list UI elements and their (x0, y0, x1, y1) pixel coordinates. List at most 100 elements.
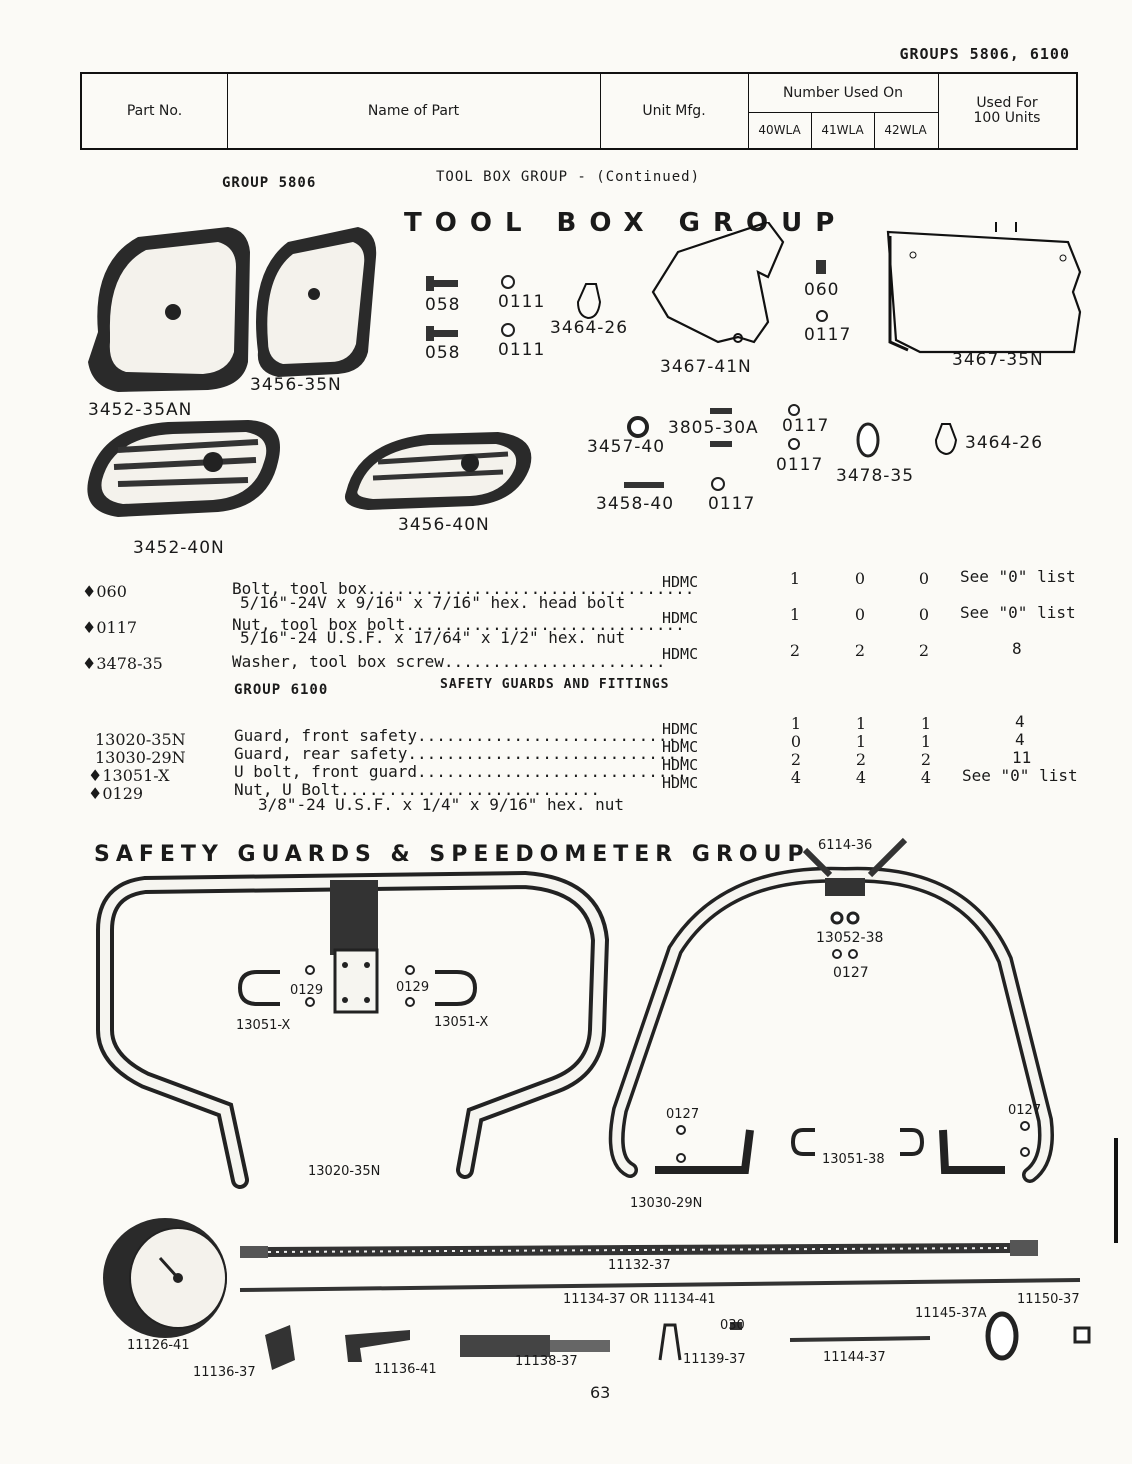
column-header-table: Part No. Name of Part Unit Mfg. Number U… (80, 72, 1078, 150)
label-0127c: 0127 (1008, 1103, 1042, 1118)
label-11132-37: 11132-37 (608, 1258, 671, 1273)
qty-41-0117: 0 (854, 605, 866, 624)
part-mfg-3478-35: HDMC (662, 645, 699, 663)
unit-mfg-header: Unit Mfg. (600, 74, 749, 148)
group-6100-parts-list: 13020-35N Guard, front safety...........… (0, 712, 1132, 822)
label-3805-30a: 3805-30A (668, 418, 759, 438)
label-0117d: 0117 (708, 494, 756, 514)
tool-box-illustration (87, 222, 1082, 517)
qty-42-13051-x: 2 (920, 750, 932, 769)
part-name-13020-35n: Guard, front safety.....................… (234, 726, 687, 745)
used-for-line1: Used For (976, 95, 1038, 111)
speedometer-illustration (103, 1218, 1091, 1370)
label-060: 060 (804, 280, 840, 300)
qty-40-060: 1 (789, 569, 801, 588)
label-0117c: 0117 (776, 455, 824, 475)
label-3464-26a: 3464-26 (550, 318, 629, 338)
qty-41-13030-29n: 1 (855, 732, 867, 751)
name-of-part-header: Name of Part (227, 74, 601, 148)
qty-42-0129: 4 (920, 768, 932, 787)
number-used-on-label: Number Used On (748, 74, 938, 113)
label-13030-29n: 13030-29N (630, 1196, 703, 1211)
part-mfg-0129: HDMC (662, 774, 699, 792)
label-13051-x-a: 13051-X (236, 1018, 291, 1033)
part-no-0117: ♦0117 (82, 618, 138, 637)
page-number: 63 (590, 1383, 611, 1402)
group-6100-label: GROUP 6100 (234, 682, 329, 698)
model-42wla-header: 42WLA (884, 123, 927, 137)
label-058b: 058 (425, 343, 461, 363)
label-3456-35n: 3456-35N (250, 375, 342, 395)
label-3478-35: 3478-35 (836, 466, 915, 486)
part-no-060: ♦060 (82, 582, 127, 601)
label-13051-38: 13051-38 (822, 1152, 885, 1167)
part-no-13020-35n: 13020-35N (95, 730, 186, 749)
label-11139-37: 11139-37 (683, 1352, 746, 1367)
safety-guards-title: SAFETY GUARDS AND FITTINGS (440, 677, 670, 692)
edge-mark (1114, 1138, 1118, 1243)
label-058a: 058 (425, 295, 461, 315)
used-for-line2: 100 Units (973, 110, 1041, 126)
part-no-13030-29n: 13030-29N (95, 748, 186, 767)
per100-13030-29n: 4 (1015, 730, 1025, 749)
part-name-3478-35: Washer, tool box screw..................… (232, 652, 666, 671)
label-030: 030 (720, 1318, 745, 1333)
qty-40-0129: 4 (790, 768, 802, 787)
label-3452-35an: 3452-35AN (88, 400, 193, 420)
safety-guards-speedometer-title: SAFETY GUARDS & SPEEDOMETER GROUP (94, 842, 810, 867)
qty-40-3478-35: 2 (789, 641, 801, 660)
part-name-060: Bolt, tool box..........................… (232, 579, 695, 598)
qty-42-13030-29n: 1 (920, 732, 932, 751)
qty-41-3478-35: 2 (854, 641, 866, 660)
toolbox-3456-35n-drawing (256, 227, 377, 377)
part-no-13051-x: ♦13051-X (88, 766, 170, 785)
qty-41-13020-35n: 1 (855, 714, 867, 733)
part-mfg-13051-x: HDMC (662, 756, 699, 774)
label-11136-37: 11136-37 (193, 1365, 256, 1380)
per100-0117: See "0" list (960, 603, 1076, 622)
model-40wla-header: 40WLA (748, 112, 812, 148)
label-11136-41: 11136-41 (374, 1362, 437, 1377)
label-3458-40: 3458-40 (596, 494, 675, 514)
label-3457-40: 3457-40 (587, 437, 666, 457)
qty-42-3478-35: 2 (918, 641, 930, 660)
label-0129a: 0129 (290, 983, 324, 998)
part-spec-0117: 5/16"-24 U.S.F. x 17/64" x 1/2" hex. nut (240, 628, 626, 647)
qty-40-0117: 1 (789, 605, 801, 624)
label-11138-37: 11138-37 (515, 1354, 578, 1369)
label-0127b: 0127 (666, 1107, 700, 1122)
toolbox-3452-40n-drawing (87, 420, 280, 517)
toolbox-3452-35an-drawing (88, 227, 250, 392)
part-no-0129: ♦0129 (88, 784, 144, 803)
part-mfg-0117: HDMC (662, 609, 699, 627)
label-13051-x-b: 13051-X (434, 1015, 489, 1030)
groups-heading: GROUPS 5806, 6100 (899, 45, 1070, 63)
label-3467-41n: 3467-41N (660, 357, 752, 377)
label-0111b: 0111 (498, 340, 546, 360)
label-0117a: 0117 (804, 325, 852, 345)
label-11134: 11134-37 OR 11134-41 (563, 1292, 716, 1307)
part-name-13030-29n: Guard, rear safety......................… (234, 744, 687, 763)
bolt-058-drawing (426, 276, 458, 291)
qty-40-13051-x: 2 (790, 750, 802, 769)
nut-spec-0129: 3/8"-24 U.S.F. x 1/4" x 9/16" hex. nut (258, 795, 625, 814)
per100-13051-x: 11 (1012, 748, 1032, 767)
part-mfg-13020-35n: HDMC (662, 720, 699, 738)
part-spec-060: 5/16"-24V x 9/16" x 7/16" hex. head bolt (240, 593, 626, 612)
label-0127a: 0127 (833, 965, 869, 981)
part-name-13051-x: U bolt, front guard.....................… (234, 762, 687, 781)
used-for-100-units-header: Used For 100 Units (938, 74, 1076, 148)
label-11145-37a: 11145-37A (915, 1306, 987, 1321)
toolbox-3456-40n-drawing (344, 432, 532, 510)
bolt-058b-drawing (426, 326, 458, 341)
qty-40-13030-29n: 0 (790, 732, 802, 751)
label-3464-26b: 3464-26 (965, 433, 1044, 453)
label-13052-38: 13052-38 (816, 930, 884, 946)
part-name-0117: Nut, tool box bolt......................… (232, 615, 685, 634)
label-13020-35n: 13020-35N (308, 1164, 381, 1179)
group-5806-label: GROUP 5806 (222, 175, 317, 191)
number-used-on-header: Number Used On 40WLA 41WLA 42WLA (748, 74, 939, 148)
label-11150-37: 11150-37 (1017, 1292, 1080, 1307)
tool-box-continued-label: TOOL BOX GROUP - (Continued) (436, 169, 701, 185)
label-3467-35n: 3467-35N (952, 350, 1044, 370)
